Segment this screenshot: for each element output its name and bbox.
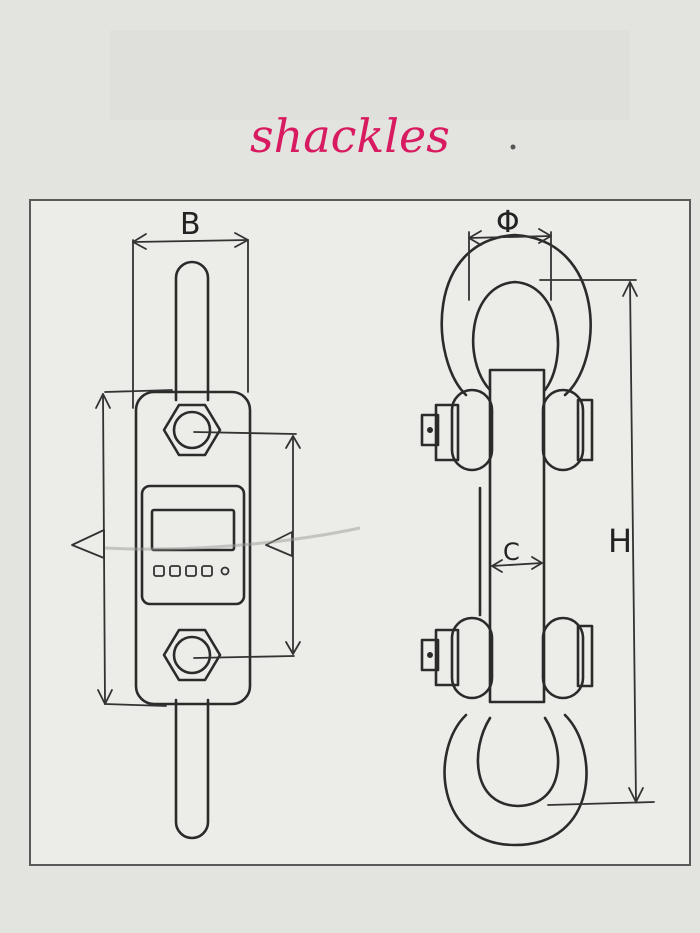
- dimension-c-label: C: [503, 538, 520, 566]
- top-pin-head: [576, 398, 594, 462]
- bottom-pin-cotter-hole: [427, 652, 433, 658]
- bottom-pin-nut-icon: [434, 628, 460, 687]
- dimension-c: C: [491, 538, 543, 573]
- keypad-buttons-icon: [153, 565, 230, 577]
- dimension-a-right: [193, 431, 301, 659]
- top-pin-ear-right: [541, 388, 585, 472]
- bottom-pin-cotter: [420, 638, 440, 672]
- top-pin-nut-icon: [434, 403, 460, 462]
- top-handle: [174, 260, 210, 402]
- top-shackle-bow-inner: [471, 280, 560, 392]
- page-title: shackles: [250, 109, 450, 163]
- bottom-pin-ear-left: [450, 616, 494, 700]
- bottom-shackle-bow-inner: [476, 716, 560, 808]
- bottom-bolt: [172, 635, 212, 675]
- shackle-assembly-drawing: Φ C H: [420, 205, 655, 847]
- top-shackle-bow-outer: [440, 233, 592, 397]
- top-bolt: [172, 410, 212, 450]
- display-screen-icon: [150, 508, 236, 552]
- top-pin-ear-left: [450, 388, 494, 472]
- dimension-a-left: [71, 389, 173, 707]
- dimension-b-label: B: [180, 207, 201, 242]
- top-nut-icon: [162, 403, 222, 457]
- top-pin-cotter: [420, 413, 440, 447]
- dimension-phi-label: Φ: [496, 205, 520, 240]
- bottom-shackle-bow-outer: [443, 713, 588, 847]
- dimension-b: B: [132, 207, 249, 409]
- bottom-pin-ear-right: [541, 616, 585, 700]
- drawing-frame: [29, 199, 691, 866]
- title-dot: [510, 144, 516, 150]
- top-pin-cotter-hole: [427, 427, 433, 433]
- dimension-phi: Φ: [468, 205, 552, 301]
- bottom-nut-icon: [162, 628, 222, 682]
- bottom-handle: [174, 698, 210, 840]
- pencil-smudge: [104, 526, 361, 551]
- dynamometer-drawing: B A A: [71, 207, 361, 840]
- bottom-pin-head: [576, 624, 594, 688]
- dimension-h: H: [539, 279, 655, 806]
- link-plate: [488, 368, 546, 704]
- bleed-through-shadow: [110, 30, 630, 120]
- dimension-h-label: H: [608, 522, 632, 560]
